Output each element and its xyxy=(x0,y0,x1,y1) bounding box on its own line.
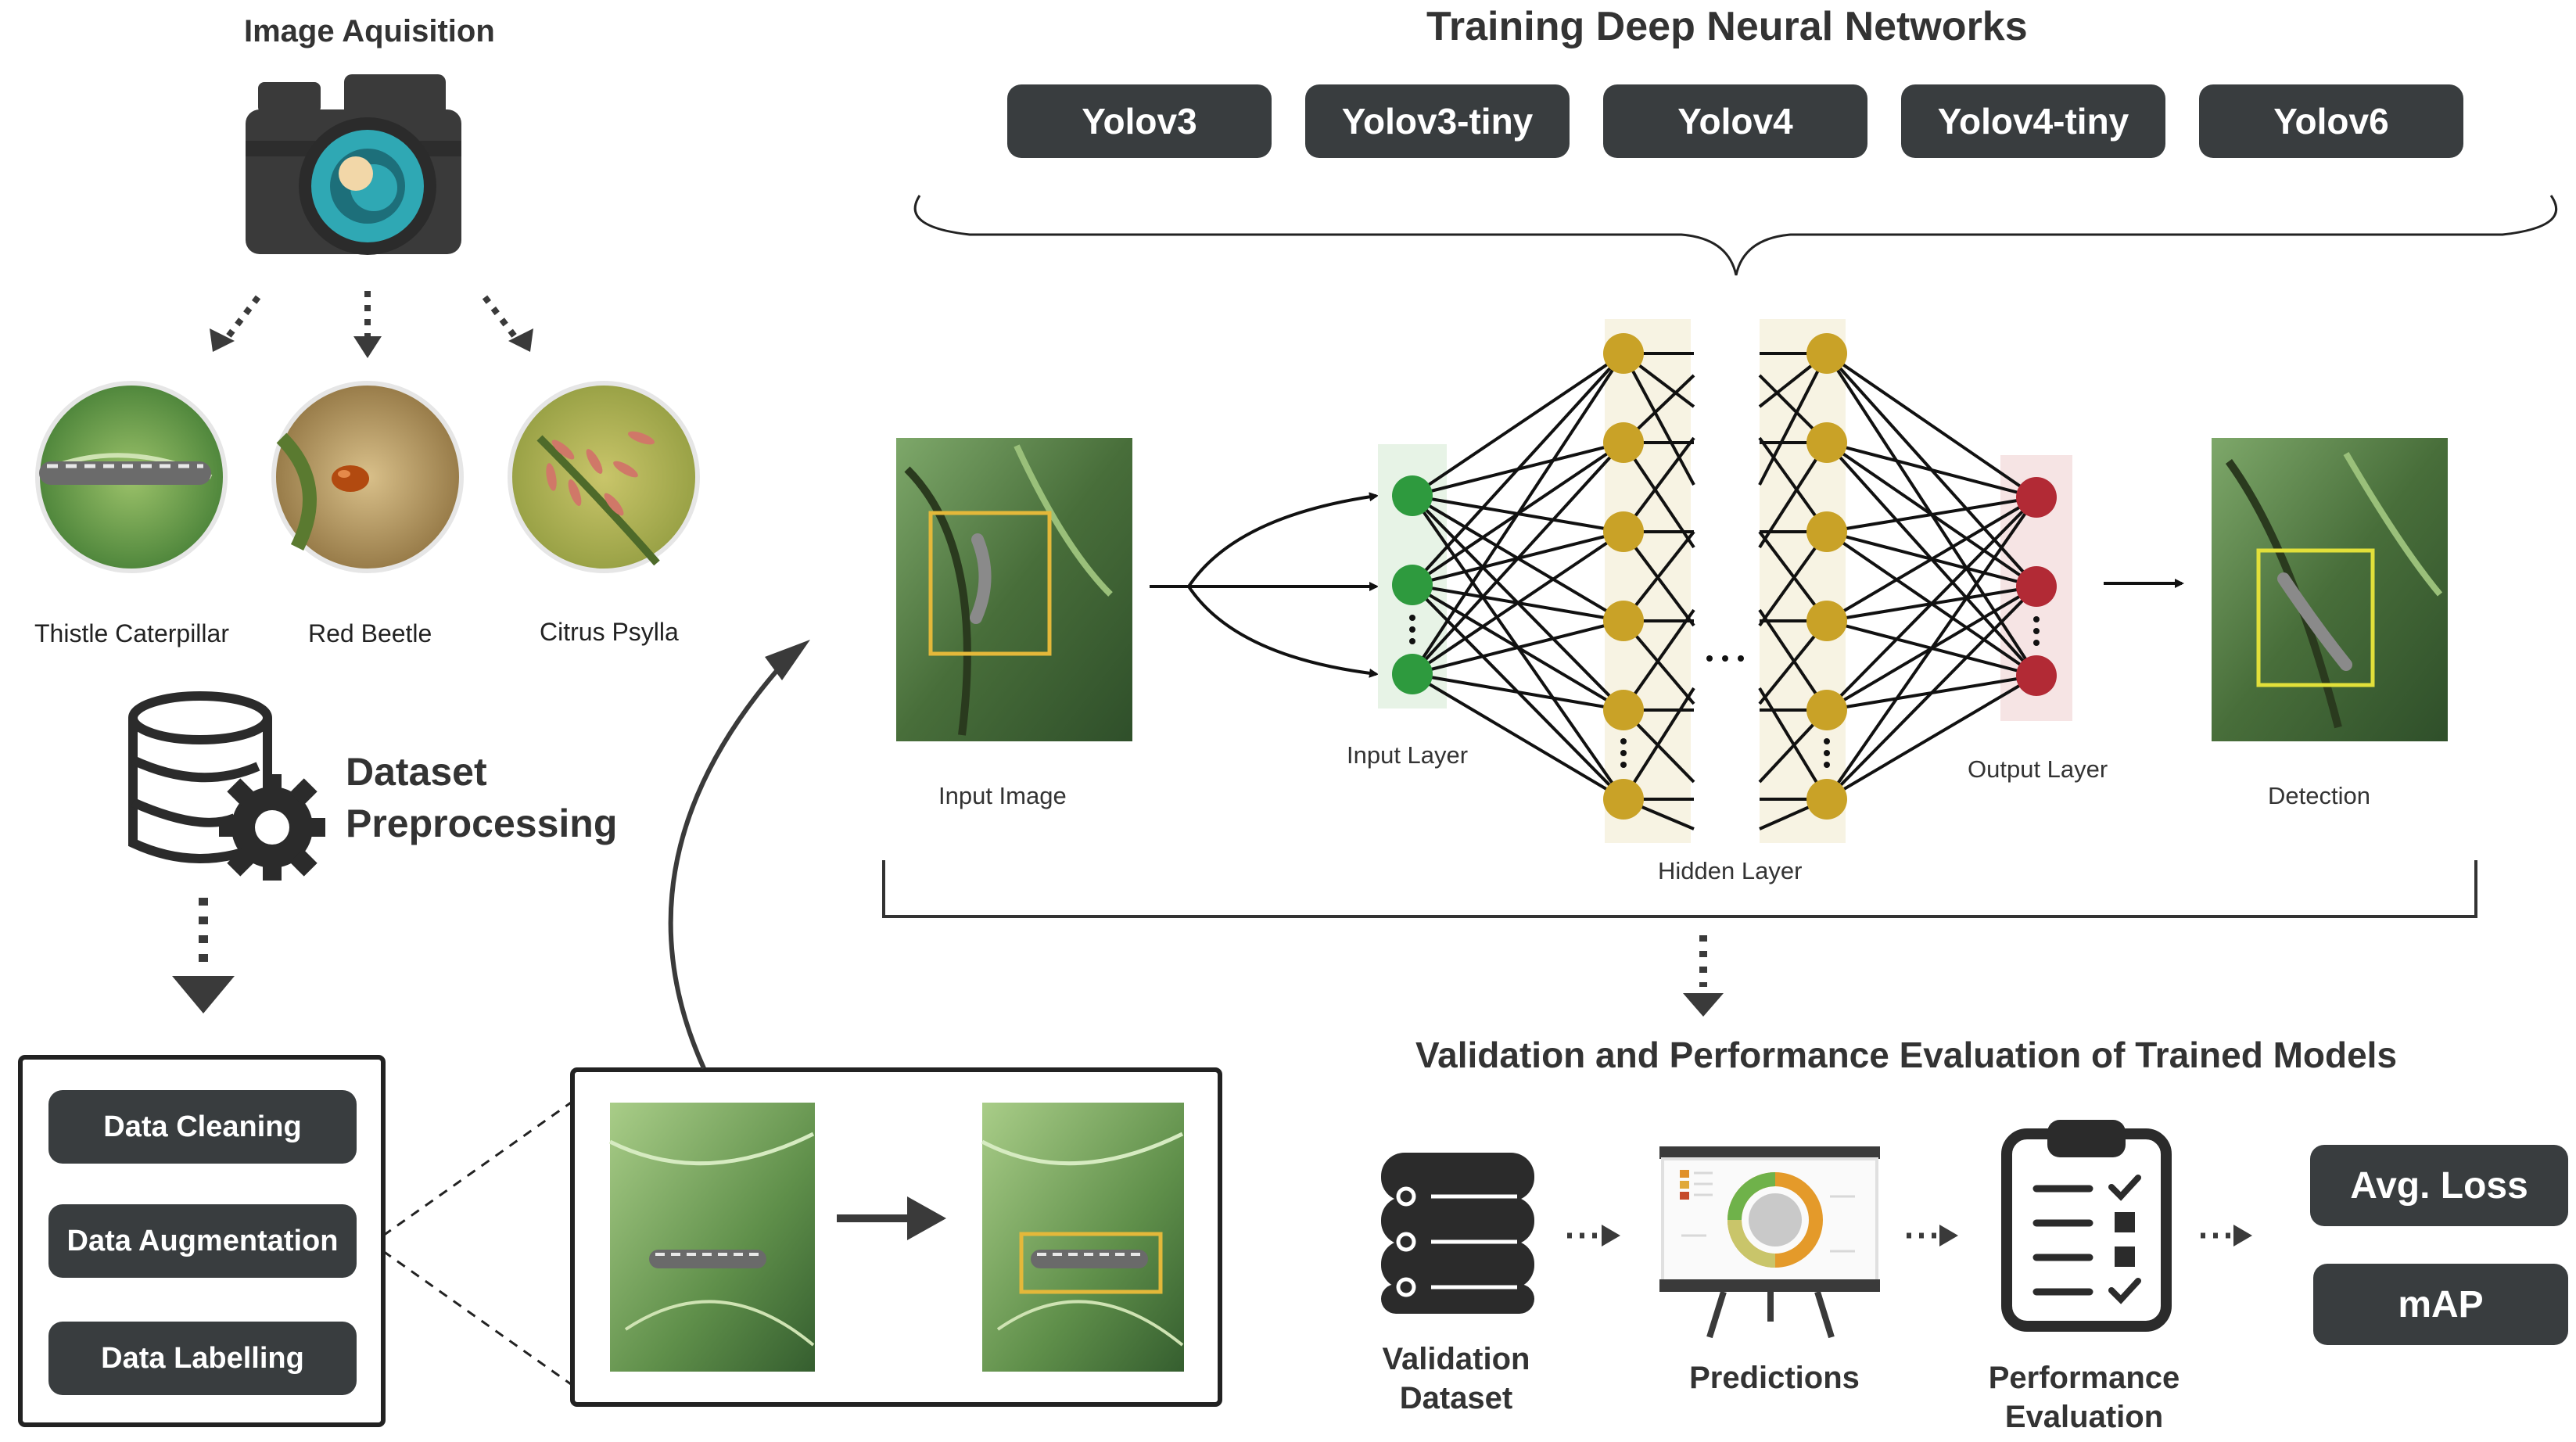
sample-label-citrus-psylla: Citrus Psylla xyxy=(540,618,679,646)
model-yolov4-tiny: Yolov4-tiny xyxy=(1901,84,2165,158)
validation-dataset-label-line2: Dataset xyxy=(1399,1381,1513,1415)
training-title: Training Deep Neural Networks xyxy=(1426,4,2028,49)
sample-red-beetle xyxy=(269,378,466,576)
output-layer-nodes xyxy=(2016,477,2057,696)
model-yolov3-tiny: Yolov3-tiny xyxy=(1305,84,1570,158)
models-brace xyxy=(913,195,2557,276)
hidden-layer-2-nodes xyxy=(1806,333,1847,820)
validation-dataset-icon xyxy=(1381,1153,1534,1314)
training-bracket xyxy=(882,860,2477,918)
gear-icon xyxy=(219,774,325,881)
clipboard-checklist-icon xyxy=(2001,1120,2172,1332)
performance-evaluation-label-line1: Performance xyxy=(1988,1361,2180,1395)
input-layer-nodes xyxy=(1392,475,1433,694)
data-labelling-step: Data Labelling xyxy=(48,1322,357,1395)
nn-connections xyxy=(1411,352,2038,830)
dataset-preprocessing-title-line1: Dataset xyxy=(346,750,487,794)
data-augmentation-step: Data Augmentation xyxy=(48,1204,357,1278)
input-layer-label: Input Layer xyxy=(1347,741,1469,769)
metric-avg-loss: Avg. Loss xyxy=(2310,1145,2568,1226)
camera-icon xyxy=(246,74,461,255)
detection-label: Detection xyxy=(2268,782,2370,809)
sample-thistle-caterpillar xyxy=(33,378,230,576)
model-yolov6: Yolov6 xyxy=(2199,84,2463,158)
image-acquisition-title: Image Aquisition xyxy=(244,14,495,48)
metric-map: mAP xyxy=(2313,1264,2568,1345)
sample-citrus-psylla xyxy=(505,378,702,576)
validation-title: Validation and Performance Evaluation of… xyxy=(1415,1035,2398,1075)
hidden-layer-label: Hidden Layer xyxy=(1658,857,1803,884)
validation-dataset-label-line1: Validation xyxy=(1382,1342,1530,1376)
dataset-preprocessing-title-line2: Preprocessing xyxy=(346,802,618,845)
hidden-layer-1-nodes xyxy=(1603,333,1644,820)
sample-label-red-beetle: Red Beetle xyxy=(308,619,432,647)
augmentation-arrow xyxy=(837,1196,946,1240)
data-cleaning-step: Data Cleaning xyxy=(48,1090,357,1164)
predictions-label: Predictions xyxy=(1689,1361,1860,1395)
detection-image xyxy=(2212,438,2448,741)
output-layer-label: Output Layer xyxy=(1968,755,2108,783)
model-yolov4: Yolov4 xyxy=(1603,84,1867,158)
augmentation-after-image xyxy=(981,1103,1184,1372)
to-training-arrow xyxy=(668,663,784,1070)
performance-evaluation-label-line2: Evaluation xyxy=(2004,1400,2164,1434)
camera-arrows xyxy=(225,291,518,339)
augmentation-before-image xyxy=(608,1103,815,1372)
predictions-board-icon xyxy=(1659,1146,1880,1339)
input-image-label: Input Image xyxy=(938,782,1067,809)
sample-label-thistle-caterpillar: Thistle Caterpillar xyxy=(34,619,229,647)
input-image xyxy=(896,438,1132,741)
model-yolov3: Yolov3 xyxy=(1007,84,1272,158)
